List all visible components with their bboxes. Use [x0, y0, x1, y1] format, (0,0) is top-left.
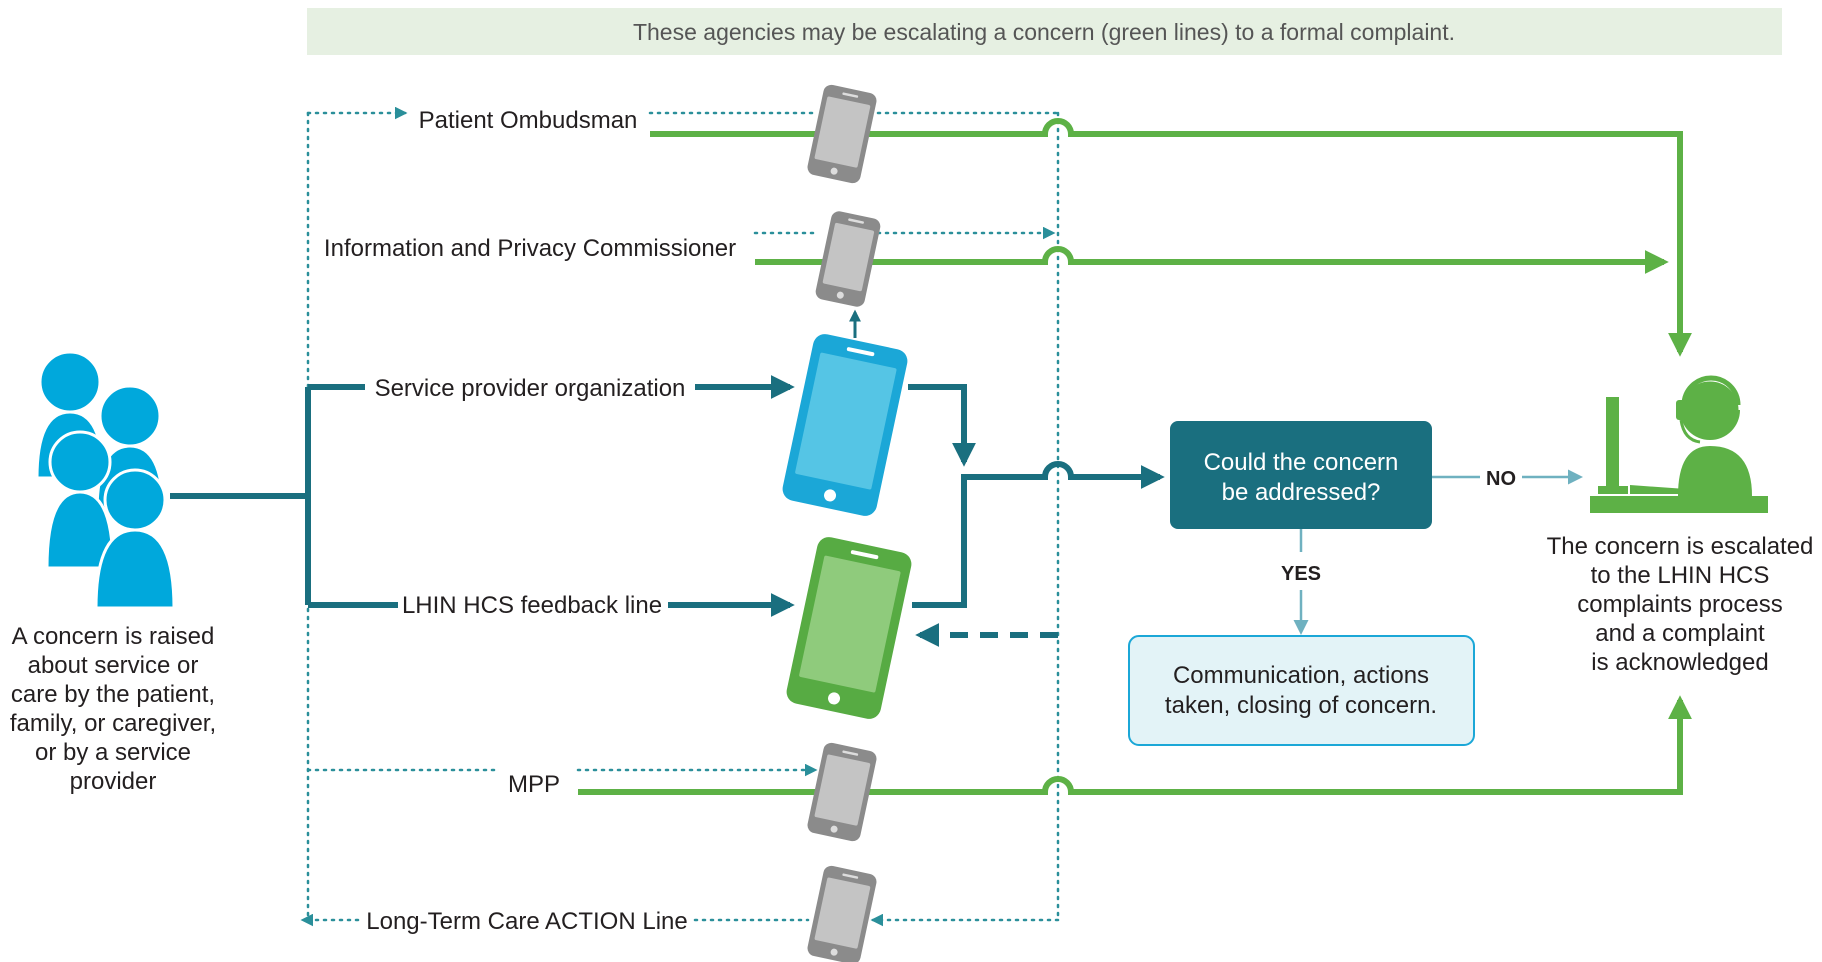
patient-ombudsman-label: Patient Ombudsman	[419, 107, 638, 134]
escalation-caption-line: and a complaint	[1595, 620, 1765, 647]
escalation-caption-line: is acknowledged	[1591, 649, 1768, 676]
green-escalation-lines	[578, 118, 1692, 795]
lhin-feedback-label: LHIN HCS feedback line	[402, 592, 662, 619]
people-group-icon	[35, 350, 176, 610]
source-caption-line: care by the patient,	[11, 681, 215, 708]
ltc-action-label: Long-Term Care ACTION Line	[366, 908, 687, 935]
source-caption-line: family, or caregiver,	[10, 710, 216, 737]
escalation-caption: The concern is escalated to the LHIN HCS…	[1547, 533, 1814, 676]
banner: These agencies may be escalating a conce…	[307, 8, 1782, 55]
decision-line: Could the concern	[1204, 449, 1399, 476]
phone-service-provider-icon	[782, 334, 908, 516]
no-label: NO	[1486, 468, 1516, 490]
source-caption-line: or by a service	[35, 739, 191, 766]
phone-lhin-feedback-icon	[786, 537, 912, 719]
phone-ipc-icon	[815, 211, 881, 307]
teal-flow-lines	[170, 309, 1165, 647]
mpp-label: MPP	[508, 771, 560, 798]
dotted-contact-lines	[300, 106, 1060, 927]
escalation-caption-line: complaints process	[1577, 591, 1782, 618]
resolution-line: taken, closing of concern.	[1165, 692, 1437, 719]
phone-ltc-action-icon	[807, 865, 877, 962]
source-caption-line: provider	[70, 768, 157, 795]
source-caption: A concern is raised about service or car…	[10, 623, 216, 795]
decision-line: be addressed?	[1222, 479, 1381, 506]
phone-patient-ombudsman-icon	[807, 84, 877, 184]
source-caption-line: about service or	[28, 652, 199, 679]
yes-label: YES	[1281, 563, 1321, 585]
service-provider-label: Service provider organization	[375, 375, 686, 402]
ipc-label: Information and Privacy Commissioner	[324, 235, 736, 262]
decision-box: Could the concern be addressed?	[1170, 421, 1432, 529]
escalation-caption-line: The concern is escalated	[1547, 533, 1814, 560]
source-caption-line: A concern is raised	[12, 623, 215, 650]
resolution-box: Communication, actions taken, closing of…	[1128, 635, 1475, 746]
phone-mpp-icon	[807, 742, 877, 842]
banner-text: These agencies may be escalating a conce…	[633, 19, 1455, 45]
resolution-line: Communication, actions	[1173, 662, 1429, 689]
call-center-agent-icon	[1590, 375, 1768, 513]
escalation-caption-line: to the LHIN HCS	[1591, 562, 1770, 589]
